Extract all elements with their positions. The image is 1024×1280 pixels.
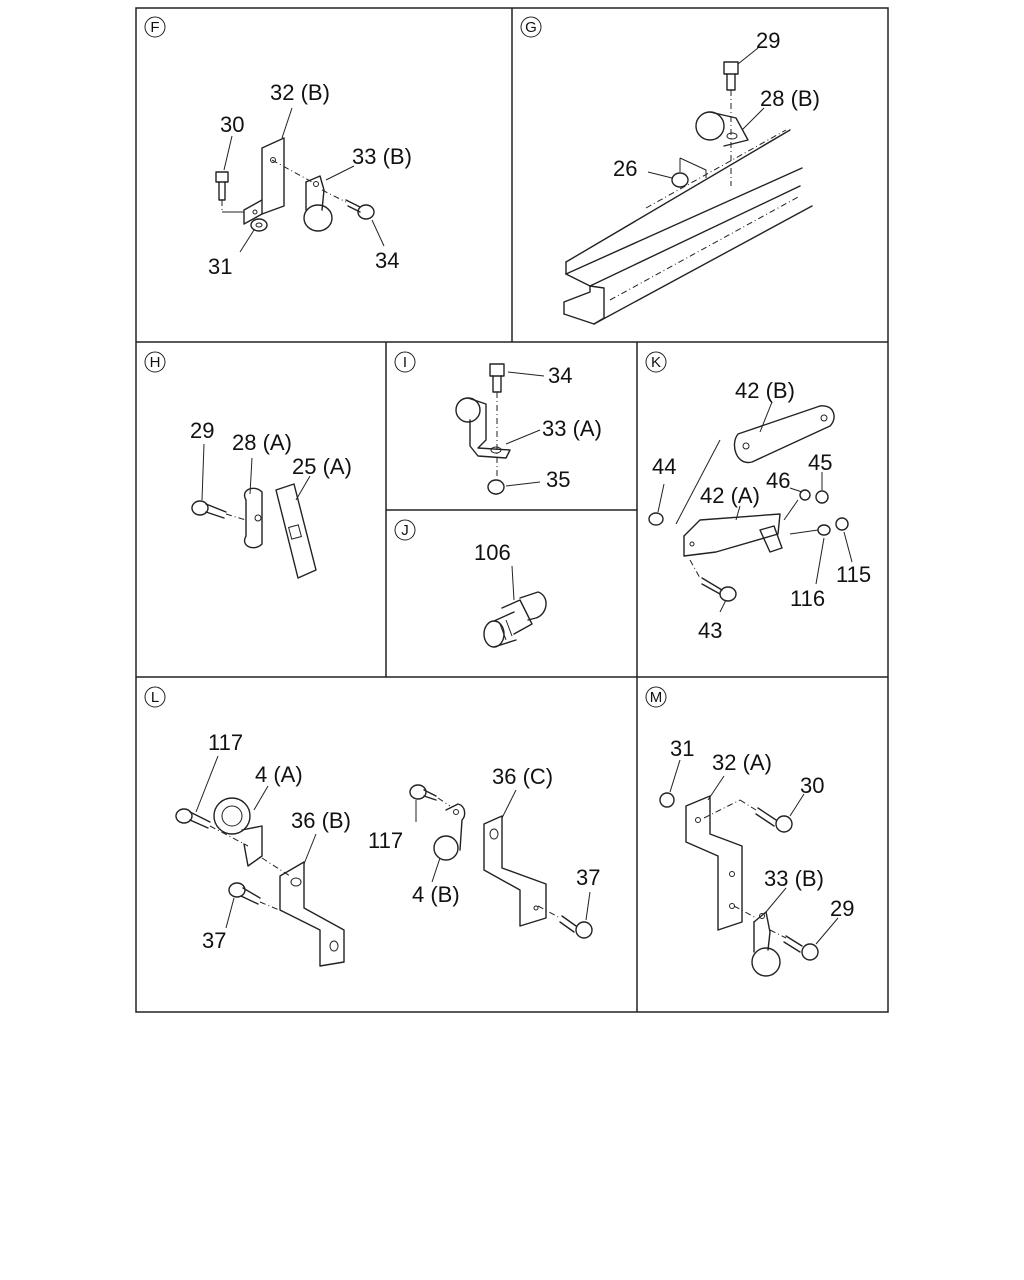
frame-rail <box>563 129 813 325</box>
label-l-37-b: 37 <box>576 865 600 890</box>
bolt-37-right <box>537 905 593 939</box>
label-k-43: 43 <box>698 618 722 643</box>
clamp-33b <box>271 159 333 232</box>
label-h-28a: 28 (A) <box>232 430 292 455</box>
section-letter-i: I <box>394 351 416 373</box>
label-f-32b: 32 (B) <box>270 80 330 105</box>
label-g-29: 29 <box>756 28 780 53</box>
label-m-30: 30 <box>800 773 824 798</box>
section-letter-f: F <box>144 16 166 38</box>
bolt-29-m <box>769 929 819 961</box>
label-i-33a: 33 (A) <box>542 416 602 441</box>
label-l-36c: 36 (C) <box>492 764 553 789</box>
section-letter-j: J <box>394 519 416 541</box>
plate-25a <box>275 483 317 579</box>
label-m-29: 29 <box>830 896 854 921</box>
section-f: F <box>144 16 412 279</box>
bolt-30-m <box>703 799 793 833</box>
section-m: M <box>645 686 854 977</box>
nut-115 <box>835 517 849 531</box>
label-g-28b: 28 (B) <box>760 86 820 111</box>
svg-text:H: H <box>150 354 161 371</box>
label-h-25a: 25 (A) <box>292 454 352 479</box>
washer-116 <box>817 524 831 536</box>
section-letter-h: H <box>144 351 166 373</box>
svg-text:J: J <box>401 522 409 539</box>
bolt-34 <box>321 189 375 220</box>
svg-text:M: M <box>650 689 663 706</box>
section-h: H 29 28 (A) 25 (A) <box>144 351 352 579</box>
clamp-33a <box>455 397 511 459</box>
label-j-106: 106 <box>474 540 511 565</box>
label-h-29: 29 <box>190 418 214 443</box>
bolt-37-left <box>228 882 285 913</box>
bolt-117-left <box>175 808 249 847</box>
washer-44 <box>648 512 664 526</box>
label-m-31: 31 <box>670 736 694 761</box>
bracket-32a <box>685 795 743 931</box>
label-f-33b: 33 (B) <box>352 144 412 169</box>
panel-grid <box>135 7 889 1013</box>
label-m-32a: 32 (A) <box>712 750 772 775</box>
bolt-29-h <box>191 500 247 521</box>
nut-45 <box>815 490 829 504</box>
bolt-30 <box>215 171 244 213</box>
label-m-33b: 33 (B) <box>764 866 824 891</box>
section-letter-l: L <box>144 686 166 708</box>
label-k-116: 116 <box>790 586 825 611</box>
label-l-36b: 36 (B) <box>291 808 351 833</box>
clamp-4b <box>433 803 466 861</box>
label-l-4a: 4 (A) <box>255 762 303 787</box>
label-f-34: 34 <box>375 248 399 273</box>
section-i: I 34 33 (A) 35 <box>394 351 602 495</box>
nut-26 <box>671 157 707 188</box>
label-k-44: 44 <box>652 454 676 479</box>
bracket-42a <box>683 513 783 557</box>
svg-text:K: K <box>651 354 661 371</box>
clamp-28a <box>243 487 263 549</box>
svg-text:L: L <box>151 689 159 706</box>
label-k-42b: 42 (B) <box>735 378 795 403</box>
label-i-35: 35 <box>546 467 570 492</box>
union-106 <box>483 591 547 648</box>
section-letter-g: G <box>520 16 542 38</box>
clamp-28b <box>695 111 749 147</box>
label-k-42a: 42 (A) <box>700 483 760 508</box>
clamp-33b-m <box>733 905 781 977</box>
section-j: J 106 <box>394 519 547 648</box>
label-k-46: 46 <box>766 468 790 493</box>
section-letter-m: M <box>645 686 667 708</box>
label-f-31: 31 <box>208 254 232 279</box>
label-i-34: 34 <box>548 363 572 388</box>
washer-46 <box>799 489 811 501</box>
label-l-4b: 4 (B) <box>412 882 460 907</box>
clamp-4a <box>213 797 263 867</box>
section-g: G <box>520 16 820 325</box>
bracket-32b <box>243 137 285 225</box>
section-letter-k: K <box>645 351 667 373</box>
svg-text:F: F <box>150 19 159 36</box>
label-l-117-a: 117 <box>208 730 243 755</box>
svg-text:G: G <box>525 19 537 36</box>
bolt-43 <box>689 559 737 602</box>
bracket-42b <box>733 405 835 464</box>
bolt-117-right <box>409 784 451 807</box>
nut-31-m <box>659 792 675 808</box>
label-l-117-b: 117 <box>368 828 403 853</box>
bracket-36c <box>483 815 547 927</box>
nut-31 <box>250 218 268 232</box>
svg-text:I: I <box>403 354 407 371</box>
label-k-45: 45 <box>808 450 832 475</box>
label-l-37-a: 37 <box>202 928 226 953</box>
bolt-29 <box>723 61 739 186</box>
bracket-36b <box>261 857 345 967</box>
label-k-115: 115 <box>836 562 871 587</box>
bolt-34-i <box>489 363 505 478</box>
label-g-26: 26 <box>613 156 637 181</box>
nut-35 <box>487 479 505 495</box>
label-f-30: 30 <box>220 112 244 137</box>
section-k: K <box>645 351 871 643</box>
section-l: L <box>144 686 600 967</box>
